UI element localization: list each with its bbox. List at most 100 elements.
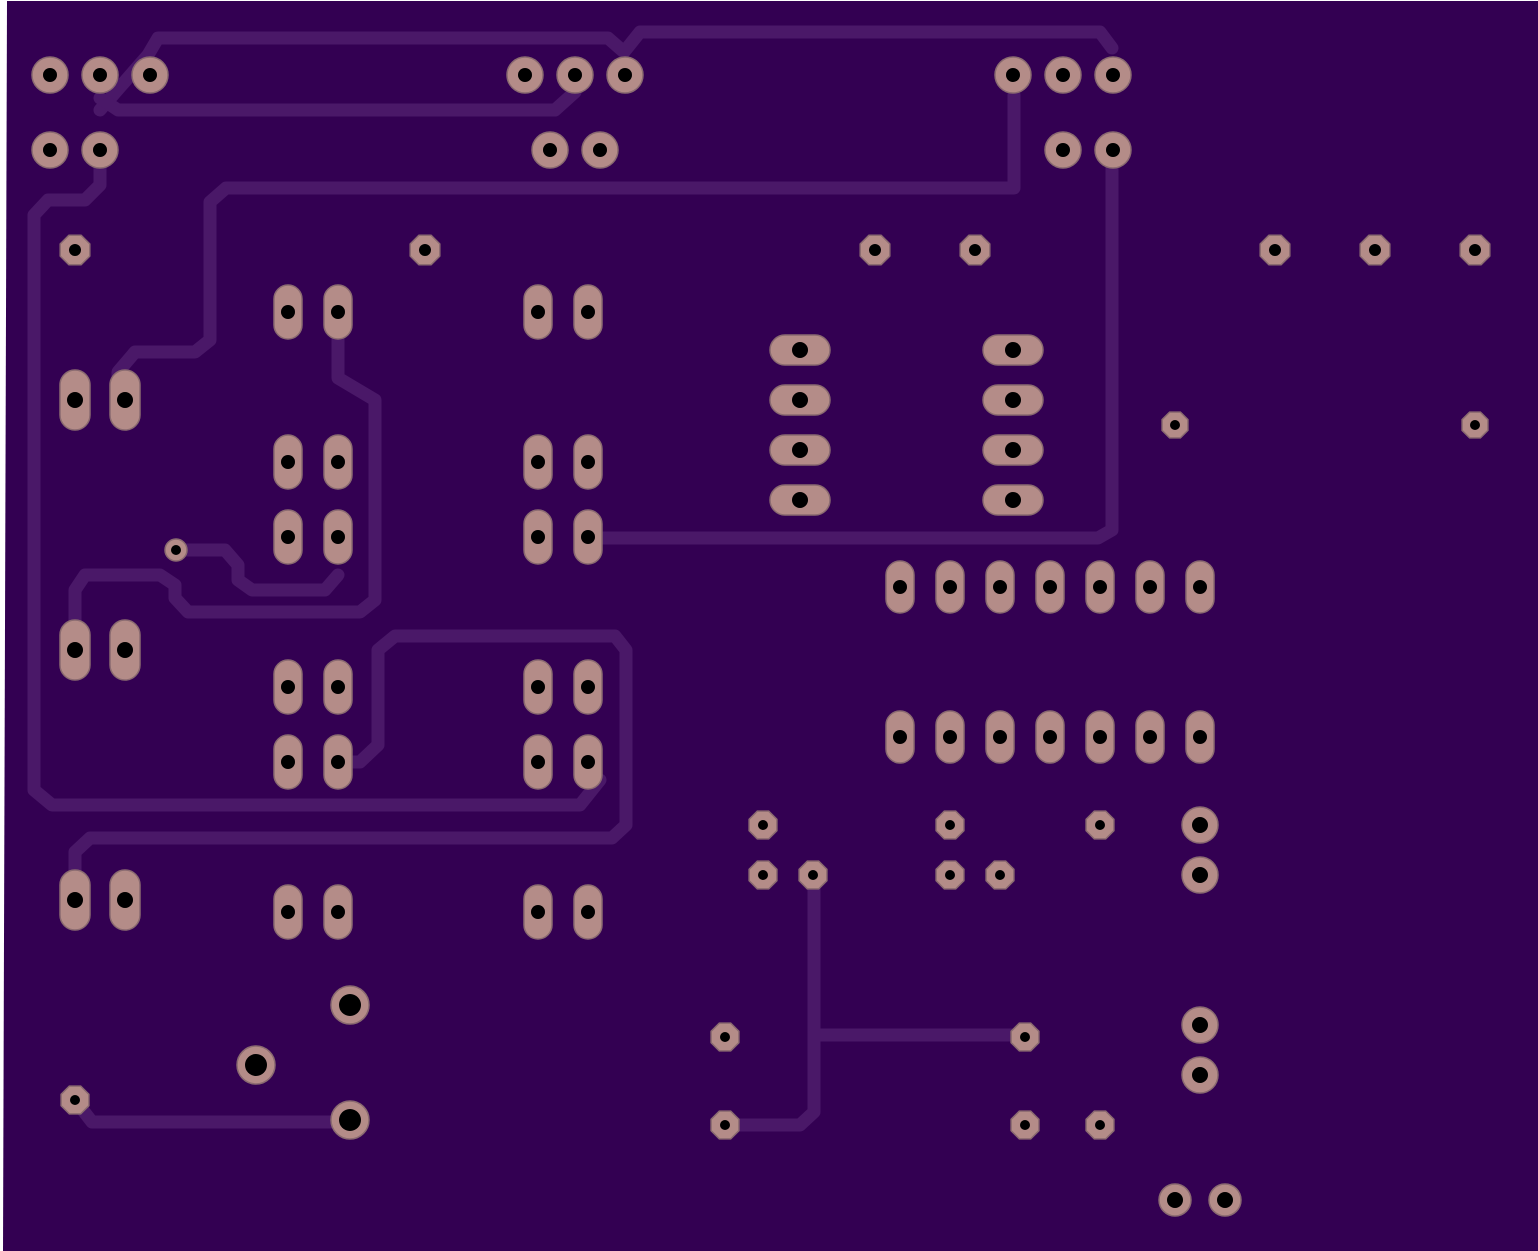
copper-trace: [111, 88, 1021, 399]
drill-hole: [581, 755, 595, 769]
drill-hole: [531, 680, 545, 694]
trace-layer: [27, 25, 1119, 1132]
drill-hole: [581, 455, 595, 469]
drill-hole: [943, 730, 957, 744]
drill-hole: [245, 1054, 267, 1076]
drill-hole: [93, 143, 107, 157]
drill-hole: [281, 680, 295, 694]
drill-hole: [581, 530, 595, 544]
drill-hole: [1095, 1120, 1105, 1130]
drill-hole: [993, 580, 1007, 594]
copper-trace: [171, 543, 345, 597]
drill-hole: [1043, 730, 1057, 744]
drill-hole: [1093, 730, 1107, 744]
drill-hole: [969, 244, 981, 256]
drill-hole: [339, 994, 361, 1016]
drill-hole: [720, 1032, 730, 1042]
drill-hole: [593, 143, 607, 157]
drill-hole: [581, 905, 595, 919]
drill-hole: [531, 905, 545, 919]
drill-hole: [1095, 820, 1105, 830]
drill-hole: [419, 244, 431, 256]
drill-hole: [67, 642, 83, 658]
drill-hole: [1005, 342, 1021, 358]
drill-hole: [720, 1120, 730, 1130]
drill-hole: [1106, 143, 1120, 157]
drill-hole: [67, 392, 83, 408]
drill-hole: [117, 392, 133, 408]
drill-hole: [69, 244, 81, 256]
drill-hole: [281, 305, 295, 319]
copper-trace: [93, 25, 1119, 117]
drill-hole: [792, 392, 808, 408]
drill-hole: [43, 143, 57, 157]
drill-hole: [117, 642, 133, 658]
drill-hole: [1193, 580, 1207, 594]
board-substrate: [3, 1, 1538, 1251]
drill-hole: [1143, 580, 1157, 594]
copper-trace: [591, 153, 1119, 545]
drill-hole: [995, 870, 1005, 880]
drill-hole: [143, 68, 157, 82]
drill-hole: [1056, 143, 1070, 157]
drill-hole: [808, 870, 818, 880]
drill-hole: [331, 680, 345, 694]
drill-hole: [331, 755, 345, 769]
drill-hole: [792, 442, 808, 458]
drill-hole: [993, 730, 1007, 744]
drill-hole: [331, 905, 345, 919]
drill-hole: [1093, 580, 1107, 594]
copper-trace: [721, 1028, 821, 1132]
drill-hole: [531, 305, 545, 319]
copper-trace: [27, 153, 607, 812]
drill-hole: [581, 305, 595, 319]
drill-hole: [581, 680, 595, 694]
drill-hole: [1020, 1120, 1030, 1130]
drill-hole: [869, 244, 881, 256]
drill-hole: [1193, 730, 1207, 744]
drill-hole: [339, 1109, 361, 1131]
drill-hole: [93, 68, 107, 82]
drill-hole: [531, 455, 545, 469]
drill-hole: [281, 530, 295, 544]
drill-hole: [945, 870, 955, 880]
drill-hole: [568, 68, 582, 82]
drill-hole: [1006, 68, 1020, 82]
drill-hole: [1143, 730, 1157, 744]
drill-hole: [281, 455, 295, 469]
drill-hole: [331, 530, 345, 544]
drill-hole: [792, 342, 808, 358]
drill-hole: [945, 820, 955, 830]
drill-hole: [518, 68, 532, 82]
drill-hole: [1106, 68, 1120, 82]
drill-hole: [1192, 817, 1208, 833]
drill-hole: [792, 492, 808, 508]
drill-hole: [1470, 420, 1480, 430]
drill-hole: [531, 755, 545, 769]
drill-hole: [943, 580, 957, 594]
copper-trace: [68, 315, 382, 647]
drill-hole: [758, 820, 768, 830]
copper-trace: [93, 85, 582, 117]
drill-hole: [543, 143, 557, 157]
drill-hole: [1192, 1067, 1208, 1083]
drill-hole: [1043, 580, 1057, 594]
drill-hole: [1369, 244, 1381, 256]
drill-hole: [1020, 1032, 1030, 1042]
drill-hole: [1217, 1192, 1233, 1208]
drill-hole: [1269, 244, 1281, 256]
drill-hole: [1170, 420, 1180, 430]
drill-hole: [331, 305, 345, 319]
drill-hole: [70, 1095, 80, 1105]
drill-hole: [893, 730, 907, 744]
drill-hole: [1005, 492, 1021, 508]
drill-hole: [1005, 442, 1021, 458]
drill-hole: [893, 580, 907, 594]
drill-hole: [531, 530, 545, 544]
drill-hole: [43, 68, 57, 82]
copper-trace: [68, 629, 633, 892]
drill-hole: [1192, 1017, 1208, 1033]
drill-hole: [67, 892, 83, 908]
drill-hole: [281, 905, 295, 919]
